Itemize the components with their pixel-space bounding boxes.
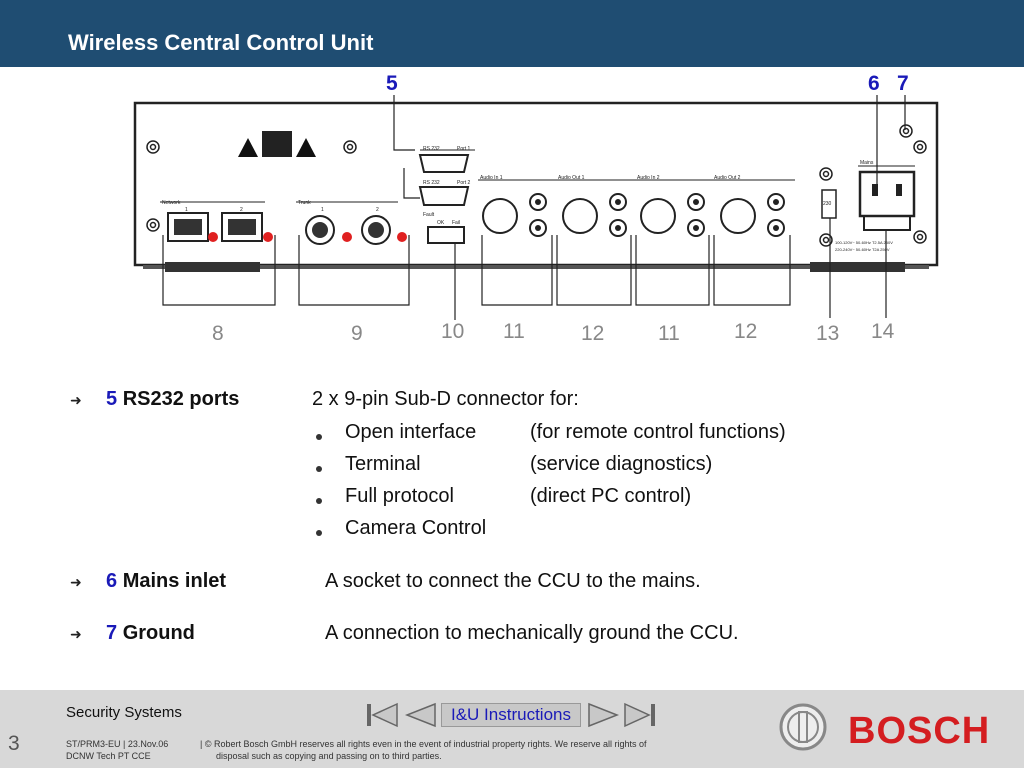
bullet-icon (316, 434, 322, 440)
callout-9: 9 (351, 322, 363, 345)
ground-description: A connection to mechanically ground the … (325, 622, 739, 644)
label-audio-out-1: Audio Out 1 (558, 175, 585, 181)
header-bar: Wireless Central Control Unit (0, 0, 1024, 67)
previous-slide-icon[interactable] (403, 702, 437, 728)
bullet-icon (316, 466, 322, 472)
page-number: 3 (8, 732, 20, 755)
label-trunk-1: 1 (321, 207, 324, 213)
label-fault: Fault (423, 212, 435, 218)
label-network-1: 1 (185, 207, 188, 213)
footer-meta-line1: ST/PRM3-EU | 23.Nov.06 (66, 739, 169, 749)
footer-title: Security Systems (66, 704, 182, 721)
rs232-item-name: Camera Control (345, 517, 487, 539)
callout-13: 13 (816, 322, 840, 345)
callout-8: 8 (212, 322, 224, 345)
label-fault-ok: OK (437, 220, 445, 226)
bosch-logo: BOSCH (848, 710, 991, 752)
label-spec-2: 220-240V~ 50-60Hz T2A 250V (835, 247, 890, 252)
ground-label: Ground (122, 622, 195, 644)
label-audio-out-2: Audio Out 2 (714, 175, 741, 181)
last-slide-icon[interactable] (623, 702, 657, 728)
label-port-2: Port 2 (457, 180, 471, 186)
callout-12a: 12 (581, 322, 605, 345)
rs232-description: 2 x 9-pin Sub-D connector for: (312, 388, 579, 410)
label-fault-fail: Fail (452, 220, 461, 226)
rs232-item-note: (for remote control functions) (530, 421, 786, 443)
label-spec-1: 100-120V~ 50-60Hz T2.5A 250V (835, 240, 893, 245)
callout-6: 6 (868, 72, 880, 95)
footer-copyright-line1: | © Robert Bosch GmbH reserves all right… (200, 739, 647, 749)
rs232-item-name: Open interface (345, 421, 477, 443)
callout-5: 5 (386, 72, 398, 95)
label-port-1: Port 1 (457, 146, 471, 152)
arrow-icon: ➜ (70, 626, 82, 642)
mains-label: Mains inlet (122, 570, 227, 592)
label-trunk: Trunk (298, 200, 311, 206)
callout-11b: 11 (658, 322, 680, 345)
callout-11a: 11 (503, 320, 525, 343)
instructions-link[interactable]: I&U Instructions (441, 703, 581, 727)
callout-14: 14 (871, 320, 895, 343)
rs232-item-name: Full protocol (345, 485, 454, 507)
ground-number: 7 (106, 622, 118, 644)
page-title: Wireless Central Control Unit (68, 30, 374, 55)
callout-7: 7 (897, 72, 909, 95)
next-slide-icon[interactable] (587, 702, 621, 728)
mains-heading: 6 Mains inlet (106, 570, 226, 593)
bosch-armature-logo-icon (779, 703, 827, 751)
callout-10: 10 (441, 320, 465, 343)
label-voltage: 230 (823, 201, 832, 207)
arrow-icon: ➜ (70, 392, 82, 408)
footer-copyright-line2: disposal such as copying and passing on … (216, 751, 442, 761)
label-trunk-2: 2 (376, 207, 379, 213)
rs232-number: 5 (106, 388, 118, 410)
rs232-label: RS232 ports (122, 388, 240, 410)
ground-heading: 7 Ground (106, 622, 195, 645)
label-audio-in-1: Audio In 1 (480, 175, 503, 181)
label-audio-in-2: Audio In 2 (637, 175, 660, 181)
mains-description: A socket to connect the CCU to the mains… (325, 570, 701, 592)
rs232-item-note: (direct PC control) (530, 485, 692, 507)
device-rear-panel-diagram (133, 95, 939, 320)
footer-meta-line2: DCNW Tech PT CCE (66, 751, 151, 761)
rs232-heading: 5 RS232 ports (106, 388, 239, 411)
callout-12b: 12 (734, 320, 758, 343)
bullet-icon (316, 498, 322, 504)
bullet-icon (316, 530, 322, 536)
arrow-icon: ➜ (70, 574, 82, 590)
label-mains: Mains (860, 160, 874, 166)
label-rs232-2: RS 232 (423, 180, 440, 186)
label-rs232-1: RS 232 (423, 146, 440, 152)
footer-bar: Security Systems 3 ST/PRM3-EU | 23.Nov.0… (0, 690, 1024, 768)
label-network-2: 2 (240, 207, 243, 213)
mains-number: 6 (106, 570, 118, 592)
rs232-item-name: Terminal (345, 453, 421, 475)
first-slide-icon[interactable] (365, 702, 399, 728)
rs232-item-note: (service diagnostics) (530, 453, 713, 475)
label-network: Network (162, 200, 181, 206)
